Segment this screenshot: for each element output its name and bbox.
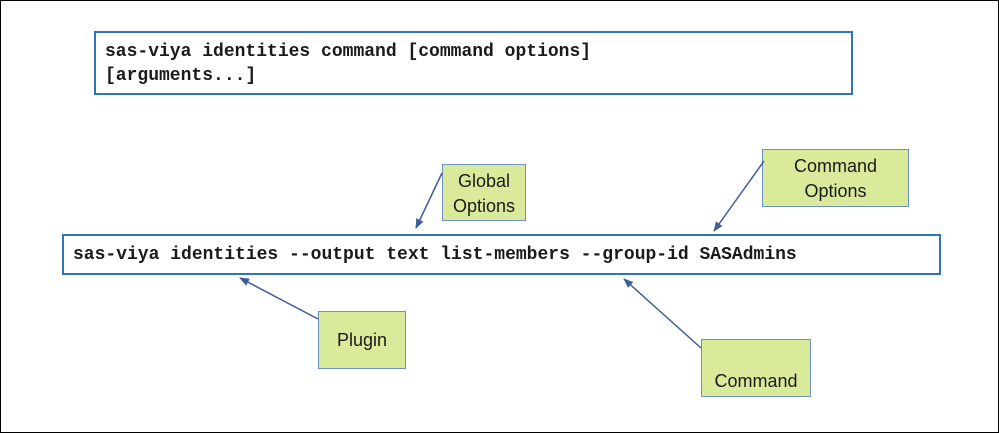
arrow-plugin xyxy=(239,277,319,320)
syntax-line-2: [arguments...] xyxy=(105,66,257,86)
example-command-text: sas-viya identities --output text list-m… xyxy=(73,245,797,265)
callout-command-label: Command xyxy=(714,371,798,391)
callout-plugin-label: Plugin xyxy=(336,330,388,350)
callout-command-options-line-2: Options xyxy=(804,181,867,201)
syntax-box: sas-viya identities command [command opt… xyxy=(94,31,853,95)
arrow-command-options xyxy=(713,160,765,232)
callout-global-options: Global Options xyxy=(442,164,526,221)
callout-command-options: Command Options xyxy=(762,149,909,207)
callout-plugin: Plugin xyxy=(318,311,406,369)
callout-global-options-line-1: Global xyxy=(457,171,511,191)
arrow-command xyxy=(623,278,702,349)
syntax-line-1: sas-viya identities command [command opt… xyxy=(105,42,592,62)
arrow-global-options xyxy=(415,172,443,229)
example-command-box: sas-viya identities --output text list-m… xyxy=(62,234,941,275)
callout-global-options-line-2: Options xyxy=(452,196,516,216)
callout-command: Command xyxy=(701,339,811,397)
callout-command-options-line-1: Command xyxy=(793,156,878,176)
